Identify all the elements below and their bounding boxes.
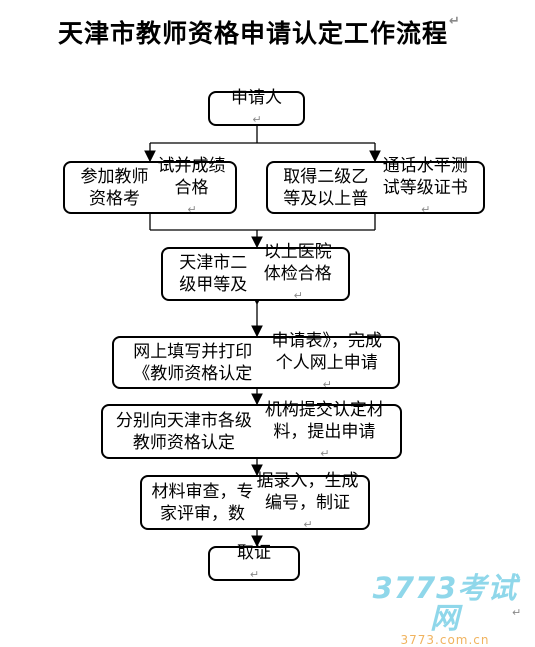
step-medical-line-2: 以上医院体检合格↵ [263, 242, 332, 302]
paragraph-mark-icon: ↵ [449, 14, 461, 29]
watermark-url: 3773.com.cn [400, 633, 490, 647]
step-medical: 天津市二级甲等及 以上医院体检合格↵ [161, 242, 350, 302]
step-apply-text: 申请人↵ [231, 87, 282, 126]
step-mandarin-line-2: 通话水平测试等级证书↵ [382, 155, 468, 216]
step-exam-line-2: 试并成绩合格↵ [157, 155, 226, 216]
step-online-line-1: 网上填写并打印《教师资格认定 [133, 341, 253, 384]
step-exam: 参加教师资格考 试并成绩合格↵ [63, 156, 237, 216]
step-submit: 分别向天津市各级教师资格认定 机构提交认定材料，提出申请↵ [101, 400, 402, 460]
step-review: 材料审查，专家评审，数 据录入，生成编号，制证↵ [140, 471, 370, 531]
step-review-line-1: 材料审查，专家评审，数 [151, 481, 254, 524]
step-submit-line-1: 分别向天津市各级教师资格认定 [115, 410, 252, 453]
step-review-line-2: 据录入，生成编号，制证↵ [256, 470, 359, 531]
step-medical-line-1: 天津市二级甲等及 [179, 253, 248, 295]
step-online-line-2: 申请表》，完成个人网上申请↵ [271, 330, 383, 391]
title-text: 天津市教师资格申请认定工作流程 [58, 19, 449, 48]
step-exam-line-1: 参加教师资格考 [80, 166, 149, 209]
step-mandarin: 取得二级乙等及以上普 通话水平测试等级证书↵ [266, 156, 485, 216]
watermark-logo-text: 3773考试网 [372, 571, 518, 635]
step-submit-line-2: 机构提交认定材料，提出申请↵ [264, 399, 384, 460]
step-online: 网上填写并打印《教师资格认定 申请表》，完成个人网上申请↵ [112, 331, 400, 391]
step-apply: 申请人↵ [208, 88, 305, 126]
paragraph-mark-icon: ↵ [512, 606, 522, 619]
step-mandarin-line-1: 取得二级乙等及以上普 [283, 166, 369, 209]
page-title: 天津市教师资格申请认定工作流程↵ [58, 14, 518, 50]
step-collect-text: 取证↵ [237, 542, 271, 581]
step-collect: 取证↵ [208, 543, 300, 581]
